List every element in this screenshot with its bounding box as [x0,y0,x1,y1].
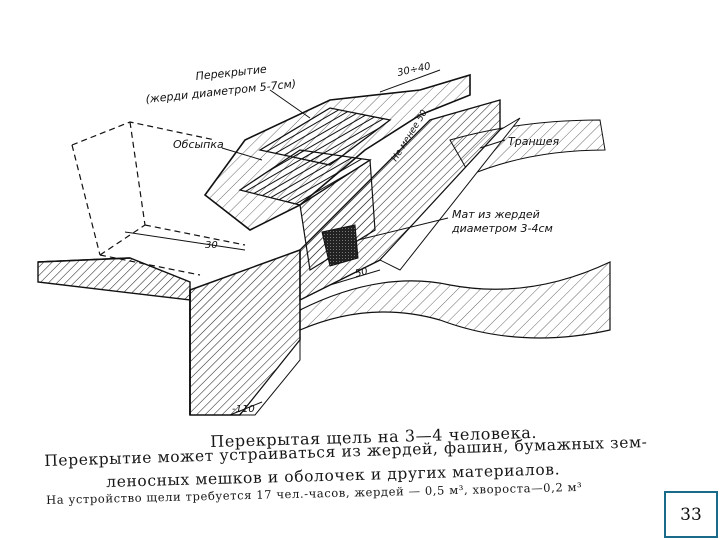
label-mat: Мат из жердей [452,208,540,221]
label-top-dimension: 30÷40 [396,61,431,79]
dim-110: -110 [232,404,255,415]
mat-of-poles [321,224,359,267]
excavation-outline [71,121,246,276]
trench-illustration: Перекрытие (жерди диаметром 5-7см) Обсып… [37,61,611,416]
page-number: 33 [680,504,702,525]
dim-30: 30 [205,240,218,251]
ground-left [37,257,191,301]
label-roof: Перекрытие [195,63,268,83]
dimension-lines [124,69,441,416]
leader-lines [221,89,506,241]
trench-wall-front [189,248,301,416]
roof-logs [238,107,392,271]
label-backfill: Обсыпка [173,138,224,151]
page-number-box: 33 [664,491,718,538]
dim-50: 50 [354,266,369,280]
label-trench: Траншея [508,135,559,148]
label-roof-detail: (жерди диаметром 5-7см) [145,77,297,106]
label-mat-detail: диаметром 3-4см [451,222,553,235]
